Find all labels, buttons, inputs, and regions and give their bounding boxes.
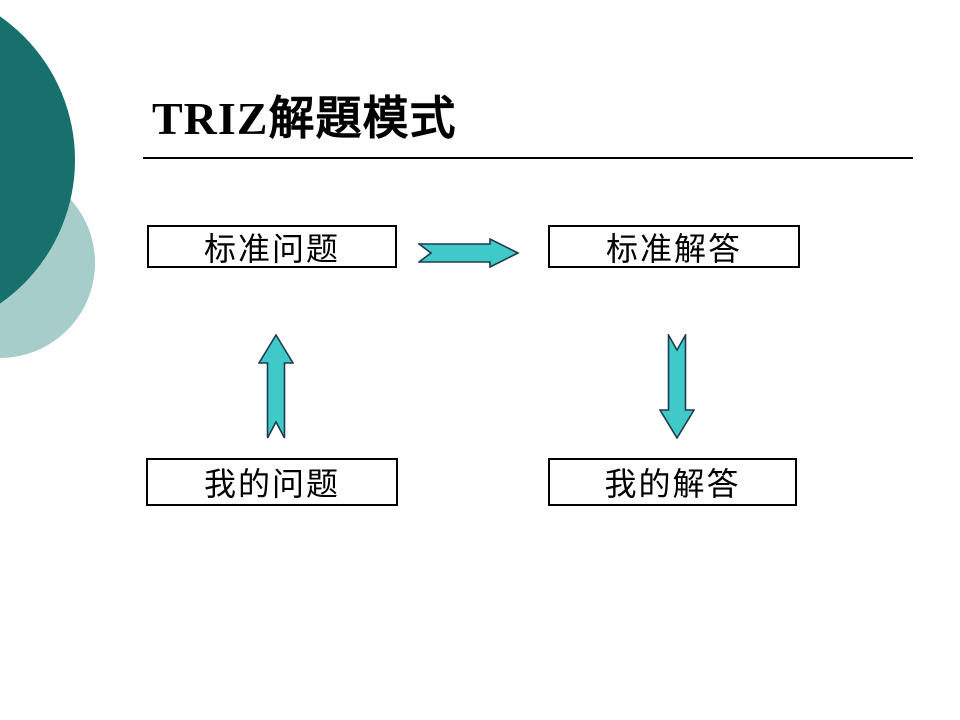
box-my-problem: 我的问题 bbox=[146, 458, 398, 506]
notched-right-arrow-icon bbox=[418, 238, 520, 268]
box-my-problem-label: 我的问题 bbox=[203, 466, 340, 502]
notched-up-arrow-icon bbox=[258, 334, 294, 439]
box-standard-solution-label: 标准解答 bbox=[605, 230, 742, 267]
box-standard-problem-label: 标准问题 bbox=[203, 230, 340, 267]
slide-title: TRIZ解題模式 bbox=[152, 93, 457, 144]
title-underline bbox=[143, 157, 913, 159]
box-my-solution-label: 我的解答 bbox=[604, 466, 741, 502]
box-my-solution: 我的解答 bbox=[548, 458, 797, 506]
box-standard-problem: 标准问题 bbox=[147, 225, 397, 268]
box-standard-solution: 标准解答 bbox=[548, 225, 800, 268]
notched-down-arrow-icon bbox=[659, 334, 695, 439]
